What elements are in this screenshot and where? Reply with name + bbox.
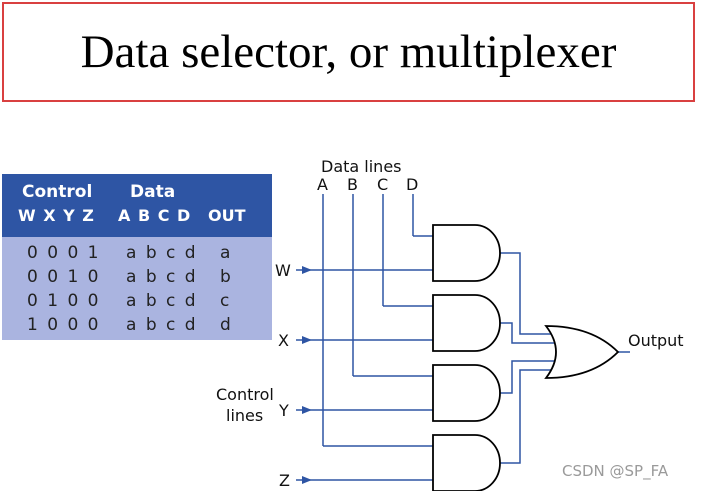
watermark: CSDN @SP_FA [562, 462, 669, 480]
output-label: Output [628, 331, 684, 350]
and-gate-1 [432, 224, 501, 282]
row-data: a b c d [126, 291, 198, 311]
arrow-y [302, 406, 312, 414]
data-input-c-label: C [377, 175, 388, 194]
row-control: 0 1 0 0 [27, 291, 101, 311]
wire-gate4-to-or [500, 369, 558, 464]
control-input-z-label: Z [279, 471, 290, 490]
data-input-a-label: A [317, 175, 328, 194]
row-out: a [220, 243, 233, 263]
and-gate-4 [432, 434, 501, 491]
table-row: 0 0 0 1 a b c d a [2, 243, 272, 267]
row-control: 1 0 0 0 [27, 315, 101, 335]
and-gate-3 [432, 364, 501, 422]
control-lines-label-line1: Control [216, 385, 274, 404]
row-out: d [220, 315, 233, 335]
row-data: a b c d [126, 315, 198, 335]
data-input-d-label: D [406, 175, 418, 194]
row-out: b [220, 267, 233, 287]
header-data-bits: A B C D [118, 206, 192, 225]
wire-gate1-to-or [500, 252, 558, 335]
control-input-x-label: X [278, 331, 289, 350]
row-data: a b c d [126, 243, 198, 263]
wire-gate3-to-or [500, 360, 563, 394]
table-row: 0 1 0 0 a b c d c [2, 291, 272, 315]
control-lines-label-line2: lines [226, 406, 263, 425]
and-gates [432, 224, 501, 491]
row-control: 0 0 1 0 [27, 267, 101, 287]
arrow-x [302, 336, 312, 344]
wire-gate2-to-or [500, 322, 563, 344]
truth-table-body: 0 0 0 1 a b c d a 0 0 1 0 a b c d b 0 1 … [2, 237, 272, 339]
header-data-label: Data [130, 182, 176, 202]
header-out-label: OUT [208, 206, 246, 225]
or-gate [544, 325, 620, 379]
row-control: 0 0 0 1 [27, 243, 101, 263]
data-input-b-label: B [347, 175, 358, 194]
row-out: c [220, 291, 232, 311]
header-control-label: Control [22, 182, 93, 202]
truth-table-header: Control Data W X Y Z A B C D OUT [2, 174, 272, 237]
table-row: 1 0 0 0 a b c d d [2, 315, 272, 339]
control-input-w-label: W [275, 261, 291, 280]
arrow-w [302, 266, 312, 274]
slide-title: Data selector, or multiplexer [80, 26, 617, 78]
header-control-bits: W X Y Z [18, 206, 95, 225]
row-data: a b c d [126, 267, 198, 287]
truth-table: Control Data W X Y Z A B C D OUT 0 0 0 1… [2, 174, 272, 340]
input-arrowheads [302, 266, 312, 484]
circuit-wires [296, 194, 630, 481]
table-row: 0 0 1 0 a b c d b [2, 267, 272, 291]
data-lines-label: Data lines [321, 157, 402, 176]
and-gate-2 [432, 294, 501, 352]
control-input-y-label: Y [278, 401, 289, 420]
arrow-z [302, 476, 312, 484]
title-box: Data selector, or multiplexer [2, 2, 695, 102]
